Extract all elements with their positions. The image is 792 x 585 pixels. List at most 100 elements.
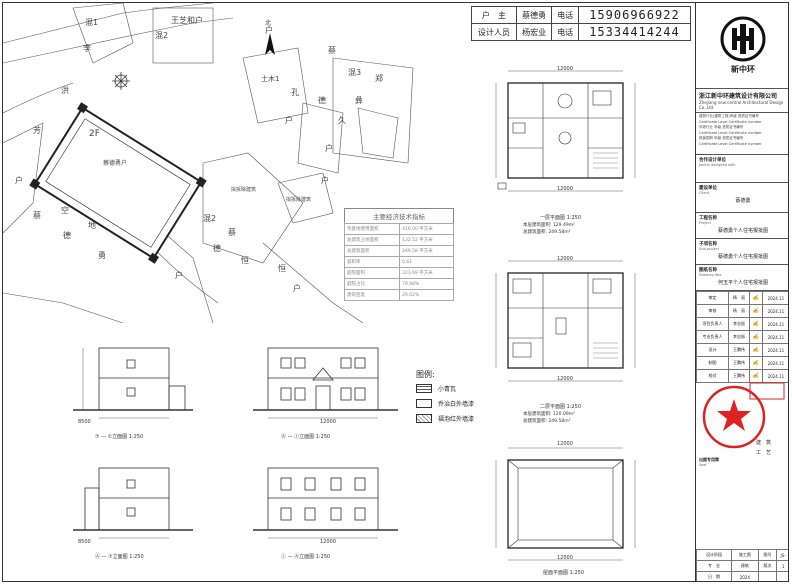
tech-value: 323.69 平方米 [399,267,454,279]
table-row: 设计阶段 施工图 图号 JS- [696,549,788,561]
legend-item: 小青瓦 [416,384,516,393]
red-paint-swatch-icon [416,414,432,423]
legend: 图例: 小青瓦 乔治白外墙漆 福泡红外墙漆 [416,369,516,429]
tech-value: 0.61 [399,256,454,268]
tech-key: 容积率 [343,256,401,268]
site-neighbor-label: 混2 [155,31,168,40]
revision-label: 版次 [757,560,778,572]
dim-label: 12000 [320,539,336,545]
site-neighbor-label: 德 [63,230,71,240]
site-house-level: 2F [89,129,100,139]
legend-item: 福泡红外墙漆 [416,414,516,423]
signature-icon: ✍ [748,369,763,383]
site-neighbor-label: 户 [285,115,293,125]
tech-value: 79.98% [399,278,454,290]
site-neighbor-label: 久 [338,115,346,125]
table-row: 审核杨 丽✍2024.11 [695,304,788,318]
roof-plan [495,447,636,561]
subproject-sub: Sub-project [699,247,720,251]
table-row: 设计王腾伟✍2024.11 [695,343,788,357]
designer-row: 设计人员 杨宏业 电话 15334414244 [471,23,692,41]
project-block: 工程名称 Project 蔡德勇个人住宅报批图 [696,213,788,239]
sig-date: 2024.11 [761,304,788,318]
cert-line: 建筑行业(建筑工程)甲级 资质证书编号 [699,114,759,118]
tech-key: 庭院占比 [343,278,401,290]
site-neighbor-label: 户 [265,25,273,35]
client-sub: Client [699,191,710,195]
table-row: 专 业 建筑 版次 1 [696,560,788,572]
sig-role: 制图 [695,356,730,370]
client-label: 建设单位 [699,186,717,191]
cert-line: 市政行业 甲级 资质证书编号 [699,125,744,129]
site-neighbor-label: 户 [321,175,329,185]
tech-value: 132.52 平方米 [399,234,454,246]
elevation-drawing [253,347,398,419]
site-neighbor-label: 蔡 [33,210,41,220]
site-neighbor-label: 混3 [348,68,361,77]
site-neighbor-label: 土木1 [261,74,279,83]
table-row: 制图王腾伟✍2024.11 [695,356,788,370]
company-name: 浙江新中环建筑设计有限公司 Zhejiang new central Archi… [696,89,788,113]
dim-label: 12000 [557,256,573,262]
legend-label: 乔治白外墙漆 [438,401,475,408]
blank-cell [776,571,788,581]
elevation-drawing [73,347,193,419]
sig-role: 专业负责人 [695,330,730,344]
table-row: 专业负责人李志振✍2024.11 [695,330,788,344]
site-neighbor-label: 孔 [291,88,299,97]
sig-name: 王腾伟 [728,356,750,370]
elevation-caption: Ⓐ — ⑦立面图 1:250 [95,554,144,560]
tech-key: 宅基地使用面积 [343,223,401,235]
phone-label: 电话 [551,23,579,41]
signature-icon: ✍ [748,317,763,331]
cert-line: 风景园林 甲级 资质证书编号 [699,136,744,140]
site-neighbor-label: 恒 [278,263,286,273]
plan-caption: 二层平面图 1:250 [540,404,581,410]
site-demolish-label: 拟拆除建筑 [286,196,311,203]
stage-table: 设计阶段 施工图 图号 JS- 专 业 建筑 版次 1 日 期 2024 [696,549,788,581]
table-row: 日 期 2024 [696,571,788,581]
elevation-drawing [73,467,193,539]
tech-value: 416.00 平方米 [399,223,454,235]
elevation-caption: Ⓐ — Ⓘ立面图 1:250 [281,434,331,440]
site-house-name: 蔡德勇户 [103,159,127,167]
signature-icon: ✍ [748,343,763,357]
dim-label: 8500 [78,539,91,545]
project-label: 工程名称 [699,216,717,221]
logo-text: 新中环 [731,65,755,74]
sig-date: 2024.11 [761,343,788,357]
drawing-title-value: 何玉平个人住宅报批图 [717,280,768,286]
designer-name: 杨宏业 [515,23,553,41]
sig-date: 2024.11 [761,317,788,331]
company-name-en: Zhejiang new central Architectural Desig… [699,100,784,110]
dim-label: 12000 [557,376,573,382]
elevation-caption: ⑦ — ①立面图 1:250 [95,434,144,440]
coop-block: 合作设计单位 Jointly designed with [696,155,788,183]
site-neighbor-label: 空 [61,205,69,215]
tech-key: 总建筑占地面积 [343,234,401,246]
site-neighbor-label: 恒 [241,255,249,265]
table-row: 审定杨 丽✍2024.11 [695,291,788,305]
sig-date: 2024.11 [761,291,788,305]
legend-label: 小青瓦 [438,386,457,393]
coop-sub: Jointly designed with [699,163,736,167]
sig-role: 校对 [695,369,730,383]
seal-label: 建 筑 [756,440,772,446]
signature-table: 审定杨 丽✍2024.11 审核杨 丽✍2024.11 项目负责人李志振✍202… [695,291,788,383]
stage-label: 设计阶段 [696,549,732,561]
site-plan: 2F 蔡德勇户 北 王芝和户 混1 李 混2 洪 芳 户 蔡 空 地 德 勇 土… [3,3,414,323]
discipline-label: 专 业 [696,560,732,572]
legend-item: 乔治白外墙漆 [416,399,516,408]
site-neighbor-label: 郑 [375,73,383,83]
floor-area: 本层建筑面积: 129.49m² [523,223,575,228]
site-neighbor-label: 户 [15,175,23,185]
site-neighbor-label: 混1 [85,18,98,27]
site-neighbor-label: 蔡 [328,45,336,55]
project-sub: Project [699,221,711,225]
